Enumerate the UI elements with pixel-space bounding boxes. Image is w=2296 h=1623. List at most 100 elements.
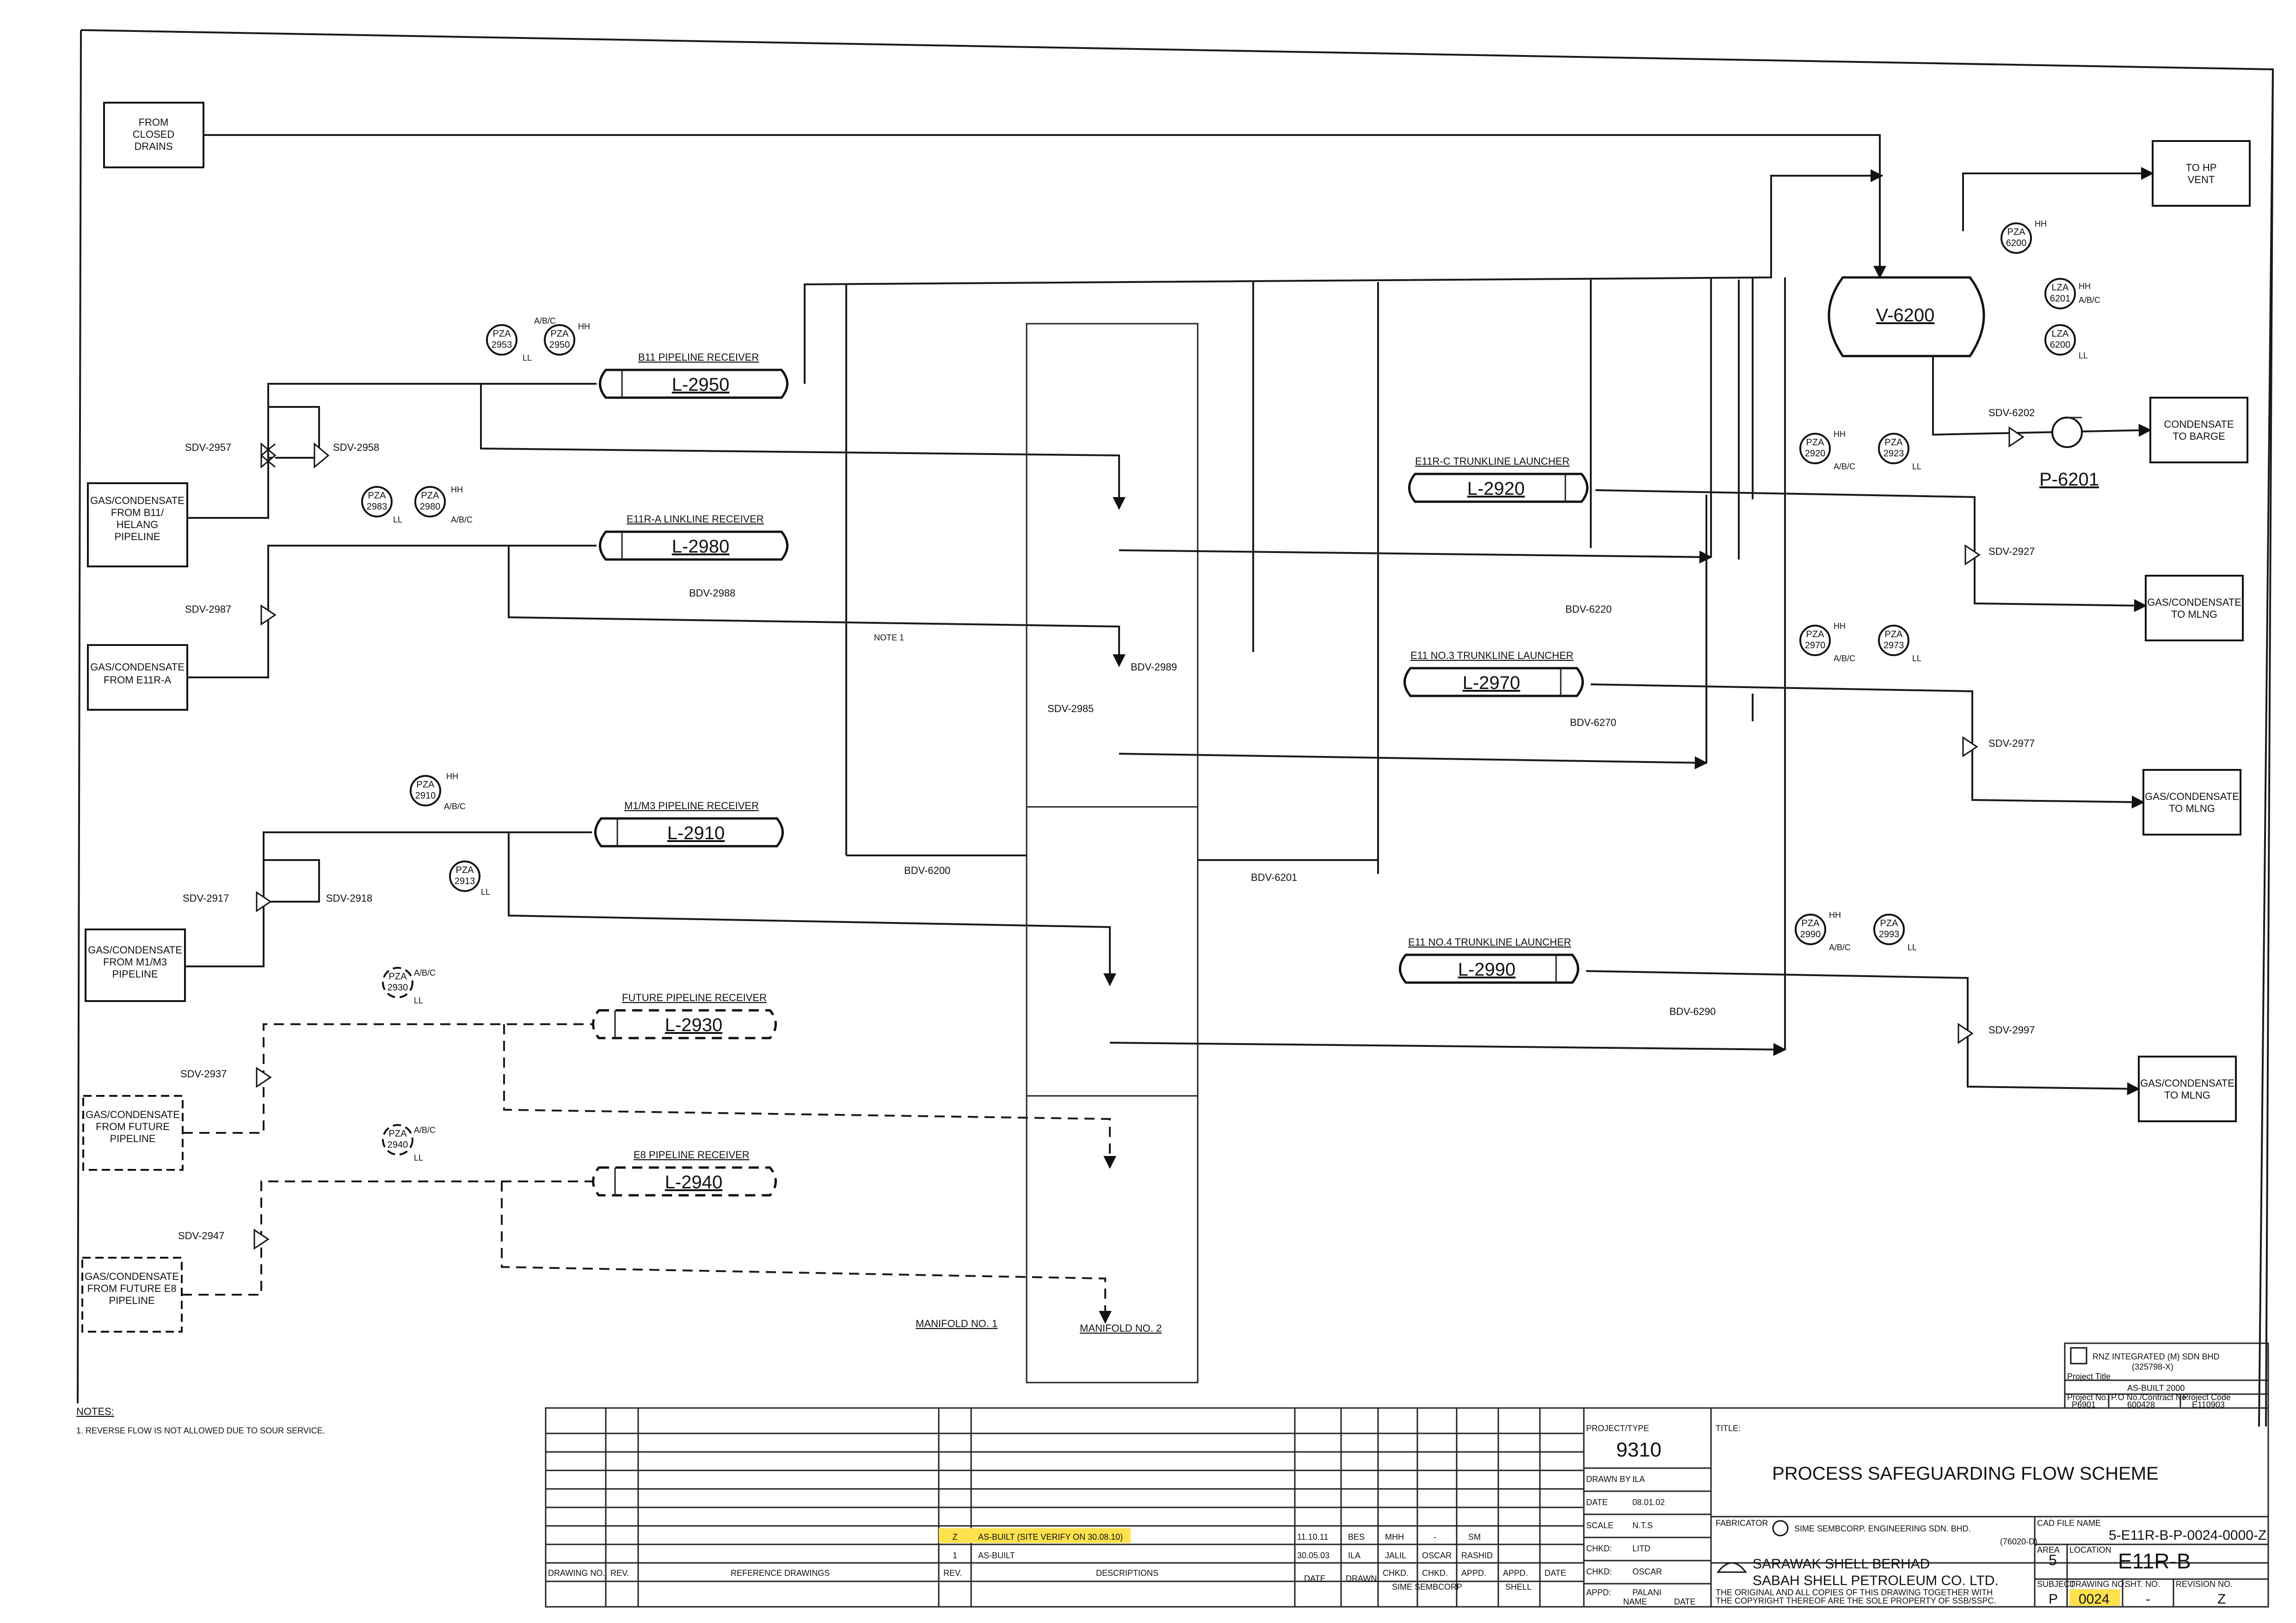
svg-text:PZA: PZA [368,491,387,501]
pono: 600428 [2127,1400,2155,1409]
rn-company: RNZ INTEGRATED (M) SDN BHD [2093,1352,2220,1361]
svg-text:A/B/C: A/B/C [534,316,556,326]
note-1: 1. REVERSE FLOW IS NOT ALLOWED DUE TO SO… [76,1426,325,1435]
valve-label: SDV-2957 [185,442,231,453]
scale-label: SCALE [1586,1521,1613,1530]
rev-z-chkd: MHH [1385,1532,1404,1542]
svg-text:LZA: LZA [2052,283,2069,293]
source-gas-future-e8: GAS/CONDENSATE FROM FUTURE E8 PIPELINE [81,1257,183,1333]
launcher-l2990: E11 NO.4 TRUNKLINE LAUNCHER L-2990 [1399,936,1579,984]
rev-1-appr: OSCAR [1422,1551,1452,1560]
source-label-line: FROM B11/ [111,507,164,518]
fabricator: SIME SEMBCORP. ENGINEERING SDN. BHD. [1794,1524,1971,1533]
receiver-l2940: E8 PIPELINE RECEIVER L-2940 [592,1149,777,1197]
svg-text:2980: 2980 [420,502,441,512]
source-label-line: PIPELINE [112,968,158,980]
col-date2: DATE [1545,1568,1566,1578]
chkd2-label: CHKD: [1586,1567,1612,1576]
shell-logo-icon [1716,1562,1748,1573]
launcher-tag: L-2990 [1458,959,1516,980]
chkd-label: CHKD: [1586,1544,1612,1553]
svg-text:A/B/C: A/B/C [2079,295,2100,305]
dest-label-line: TO MLNG [2164,1089,2210,1101]
rev-z-drawn: BES [1348,1532,1365,1542]
col-chkd2: CHKD. [1422,1568,1448,1578]
svg-text:A/B/C: A/B/C [1834,462,1855,471]
notes: NOTES: 1. REVERSE FLOW IS NOT ALLOWED DU… [76,1406,325,1435]
valve-label: SDV-2927 [1988,546,2035,557]
pump-tag: P-6201 [2039,469,2099,490]
receiver-l2950: B11 PIPELINE RECEIVER L-2950 [599,351,788,399]
col-drawing-no: DRAWING NO. [548,1568,605,1578]
launcher-title: E11R-C TRUNKLINE LAUNCHER [1415,455,1570,467]
col-appd2: APPD. [1503,1568,1528,1578]
project-type: 9310 [1616,1439,1662,1461]
valve-label: BDV-6270 [1570,717,1616,728]
subject: P [2049,1592,2058,1607]
svg-text:PZA: PZA [389,971,407,982]
svg-text:LL: LL [523,353,532,363]
date-label: DATE [1586,1498,1608,1507]
valve-label: SDV-2917 [183,892,229,904]
svg-text:LL: LL [414,1153,423,1162]
launcher-tag: L-2920 [1467,479,1525,499]
svg-text:A/B/C: A/B/C [1829,943,1851,952]
source-label-line: HELANG [117,519,158,530]
valve-label: SDV-2947 [178,1230,224,1242]
svg-text:PZA: PZA [1885,437,1903,448]
valve-label: SDV-2985 [1047,703,1094,714]
dest-to-hp-vent: TO HP VENT [2152,140,2251,207]
launcher-title: E11 NO.3 TRUNKLINE LAUNCHER [1410,650,1574,661]
project-title-label: Project Title [2067,1372,2111,1381]
launcher-tag: L-2970 [1463,673,1520,693]
svg-text:2950: 2950 [549,340,570,350]
drawn-by-label: DRAWN BY : [1586,1475,1635,1484]
svg-text:2973: 2973 [1884,640,1904,651]
svg-text:A/B/C: A/B/C [451,515,473,524]
receiver-tag: L-2980 [672,536,730,557]
source-label-line: FROM E11R-A [104,674,172,686]
sime-sembcorp-col: SIME SEMBCORP [1392,1582,1462,1592]
svg-text:A/B/C: A/B/C [1834,654,1855,663]
vessel-tag: V-6200 [1876,305,1935,326]
valve-label: BDV-6200 [904,865,950,876]
valve-symbols [253,426,2025,1250]
svg-text:LL: LL [414,996,423,1005]
svg-text:HH: HH [2079,282,2091,291]
col-chkd: CHKD. [1383,1568,1409,1578]
dest-gas-to-mlng-3: GAS/CONDENSATE TO MLNG [2138,1056,2237,1122]
source-gas-future: GAS/CONDENSATE FROM FUTURE PIPELINE [82,1095,184,1171]
valve-label: SDV-2918 [326,892,372,904]
valve-label: BDV-2988 [689,587,735,599]
revision: Z [2217,1592,2226,1607]
svg-text:2970: 2970 [1805,640,1826,651]
manifold-2-label: MANIFOLD NO. 2 [1080,1322,1162,1334]
source-gas-b11: GAS/CONDENSATE FROM B11/ HELANG PIPELINE [87,482,188,567]
svg-text:2983: 2983 [367,502,388,512]
rev-z-appr2: SM [1468,1532,1481,1542]
rn-reg: (325798-X) [2132,1362,2173,1371]
pcode: E110903 [2192,1400,2225,1409]
pump-p6201: P-6201 [2039,417,2099,490]
location-label: LOCATION [2069,1545,2111,1555]
svg-text:PZA: PZA [421,491,440,501]
source-label-line: PIPELINE [109,1295,154,1306]
svg-text:2953: 2953 [492,340,512,350]
svg-text:2913: 2913 [455,876,475,886]
rev-1: 1 [953,1551,957,1560]
sht: - [2146,1592,2150,1607]
svg-text:A/B/C: A/B/C [414,968,436,977]
col-rev2: REV. [943,1568,962,1578]
dest-label-line: CONDENSATE [2164,418,2234,430]
name-label: NAME [1623,1597,1647,1606]
